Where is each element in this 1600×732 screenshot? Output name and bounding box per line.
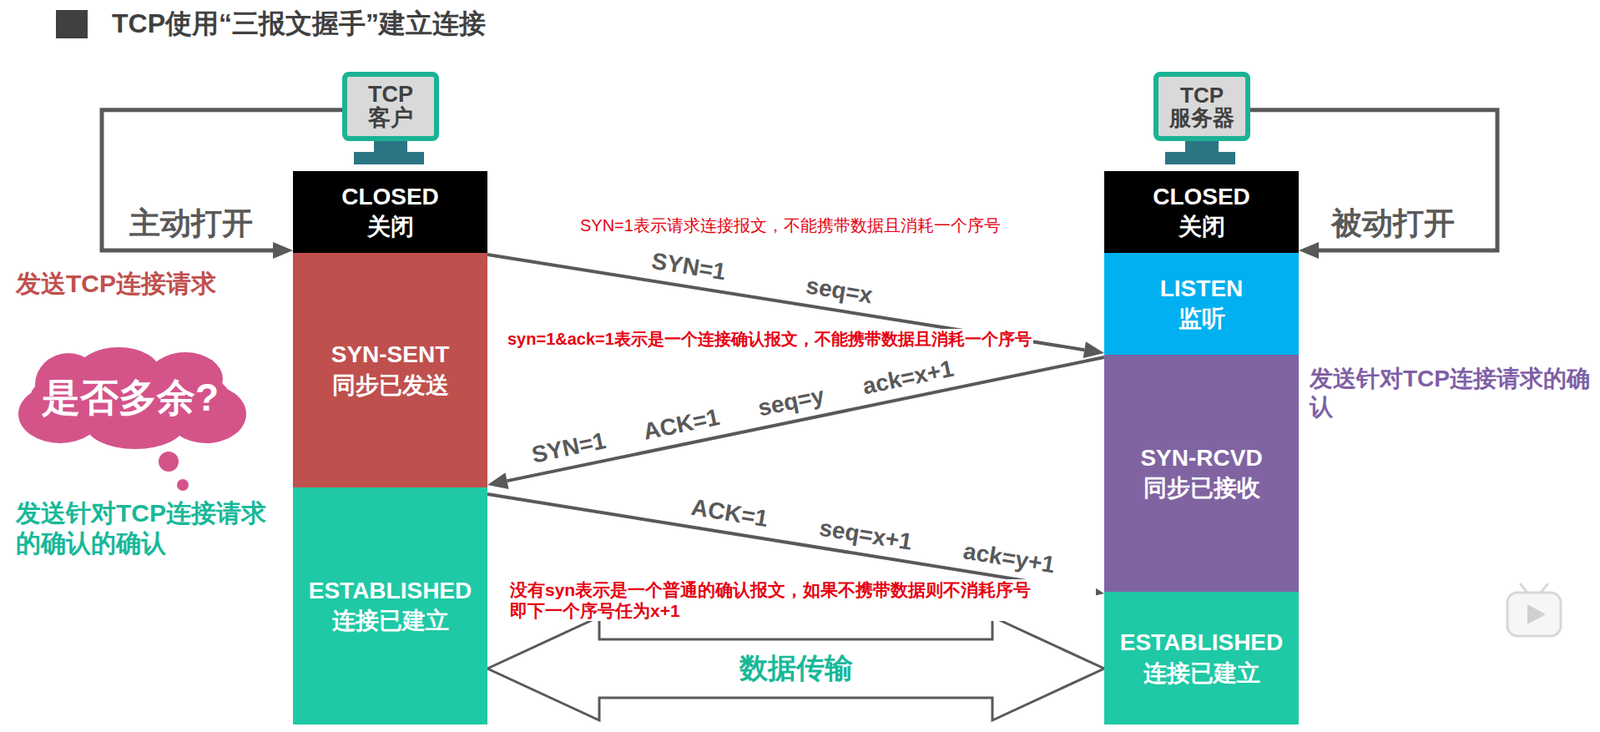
title-text: TCP使用“三报文握手”建立连接 (111, 5, 486, 42)
arrow-connector (487, 254, 1105, 359)
node-heading: TCP 客户 (348, 83, 434, 130)
state-box: SYN-SENT同步已发送 (292, 252, 488, 488)
state-box: ESTABLISHED连接已建立 (1104, 591, 1299, 725)
arrow-connector (487, 357, 1105, 490)
edge-label: 数据传输 (739, 652, 853, 684)
state-box: SYN-RCVD同步已接收 (1104, 354, 1299, 592)
annotation-text: 发送TCP连接请求 (14, 268, 218, 299)
node-heading: SYN-RCVD (1140, 443, 1262, 474)
edge-label: SYN=1 seq=x (649, 248, 874, 310)
connector-line (487, 494, 1085, 591)
edge-label: 主动打开 (129, 206, 253, 242)
thought-bubble (158, 451, 179, 472)
arrow-head (487, 472, 510, 490)
node-heading: TCP 服务器 (1159, 84, 1245, 129)
node-heading: SYN-SENT (331, 339, 450, 370)
node-heading: ESTABLISHED (308, 575, 473, 606)
state-box: LISTEN监听 (1104, 252, 1299, 355)
node-heading: CLOSED (1152, 181, 1251, 212)
monitor-box: TCP 客户 (342, 71, 440, 142)
state-box: CLOSED关闭 (1104, 171, 1299, 253)
note-text: 没有syn表示是一个普通的确认报文，如果不携带数据则不消耗序号 即下一个序号任为… (508, 579, 1096, 621)
annotation-text: 发送针对TCP连接请求的确认 (1307, 364, 1600, 421)
double-arrow (487, 616, 1105, 721)
thought-bubble (176, 479, 189, 491)
connector-line (507, 357, 1105, 481)
double-arrow-outline (487, 616, 1105, 721)
arrow-head (272, 242, 293, 259)
node-subtext: 连接已建立 (1143, 658, 1261, 689)
node-heading: LISTEN (1160, 273, 1244, 304)
note-text: syn=1&ack=1表示是一个连接确认报文，不能携带数据且消耗一个序号 (505, 328, 1034, 349)
node-subtext: 关闭 (367, 211, 414, 243)
arrow-head (1083, 341, 1105, 359)
edge-label: SYN=1 ACK=1 seq=y ack=x+1 (529, 356, 956, 470)
note-text: SYN=1表示请求连接报文，不能携带数据且消耗一个序号 (578, 215, 1003, 236)
node-subtext: 连接已建立 (332, 605, 450, 636)
node-subtext: 同步已发送 (332, 370, 450, 401)
monitor-base (1165, 151, 1236, 165)
node-subtext: 监听 (1178, 303, 1226, 334)
video-icon (1507, 584, 1561, 636)
monitor-base (353, 151, 424, 165)
state-box: CLOSED关闭 (292, 171, 488, 253)
annotation-text: 发送针对TCP连接请求的确认的确认 (14, 498, 285, 559)
title-bullet (55, 10, 88, 39)
node-subtext: 关闭 (1178, 211, 1226, 243)
thought-cloud: 是否多余? (10, 347, 251, 450)
arrow-head (1298, 242, 1319, 259)
node-subtext: 同步已接收 (1143, 473, 1261, 504)
node-heading: 是否多余? (41, 374, 219, 421)
node-heading: ESTABLISHED (1120, 627, 1284, 658)
monitor-box: TCP 服务器 (1153, 71, 1251, 142)
node-heading: CLOSED (341, 181, 440, 212)
edge-label: 被动打开 (1331, 206, 1455, 242)
state-box: ESTABLISHED连接已建立 (292, 487, 488, 725)
